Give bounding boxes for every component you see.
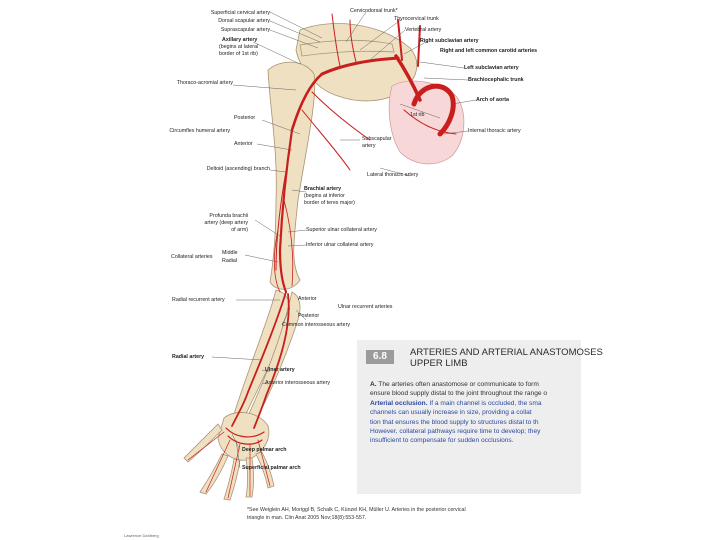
label-vertebral-artery: Vertebral artery [405, 27, 441, 33]
label-arch-of-aorta: Arch of aorta [476, 97, 509, 103]
label-axillary-border: border of 1st rib) [219, 51, 258, 57]
figure-title: ARTERIES AND ARTERIAL ANASTOMOSES UPPER … [410, 348, 603, 369]
label-subscapular-artery-2: artery [362, 143, 376, 149]
label-superficial-cervical-artery: Superficial cervical artery [160, 10, 270, 16]
label-circumflex-humeral-artery: Circumflex humeral artery [150, 128, 230, 134]
label-common-carotid-arteries: Right and left common carotid arteries [440, 48, 537, 54]
figure-caption-panel: 6.8 ARTERIES AND ARTERIAL ANASTOMOSES UP… [357, 340, 581, 494]
label-ulnar-recurrent-arteries: Ulnar recurrent arteries [338, 304, 392, 310]
label-posterior-circumflex: Posterior [234, 115, 255, 121]
label-brachial-border: border of teres major) [304, 200, 355, 206]
label-common-interosseous-artery: Common interosseous artery [282, 322, 350, 328]
label-suprascapular-artery: Suprascapular artery [160, 27, 270, 33]
text-line: A. The arteries often anastomose or comm… [370, 380, 580, 389]
label-left-subclavian-artery: Left subclavian artery [464, 65, 519, 71]
label-brachial-artery: Brachial artery [304, 186, 341, 192]
label-brachiocephalic-trunk: Brachiocephalic trunk [468, 77, 524, 83]
finger-thumb [184, 424, 222, 462]
label-axillary-begins: (begins at lateral [219, 44, 258, 50]
humerus-shape [268, 62, 315, 289]
illustrator-credit: Lawrence Dahlberg [124, 533, 159, 538]
label-radial-artery: Radial artery [172, 354, 204, 360]
figure-number-badge: 6.8 [366, 350, 394, 364]
label-anterior-interosseous-artery: Anterior interosseous artery [265, 380, 330, 386]
label-lateral-thoracic-artery: Lateral thoracic artery [367, 172, 418, 178]
label-anterior-circumflex: Anterior [234, 141, 253, 147]
label-dorsal-scapular-artery: Dorsal scapular artery [160, 18, 270, 24]
label-first-rib: 1st rib [410, 112, 424, 118]
footnote-line-1: *See Weiglein AH, Moriggl B, Schalk C, K… [247, 506, 466, 514]
footnote-line-2: triangle in man. Clin Anat 2005 Nov;18(8… [247, 514, 466, 522]
label-axillary-artery: Axillary artery [222, 37, 257, 43]
label-superficial-palmar-arch: Superficial palmar arch [242, 465, 301, 471]
label-internal-thoracic-artery: Internal thoracic artery [468, 128, 521, 134]
text-line: Arterial occlusion. If a main channel is… [370, 399, 580, 408]
text-line: ensure blood supply distal to the joint … [370, 389, 580, 398]
label-middle-collateral: Middle [222, 250, 238, 256]
label-radial-collateral: Radial [222, 258, 237, 264]
label-right-subclavian-artery: Right subclavian artery [420, 38, 479, 44]
figure-title-line-2: UPPER LIMB [410, 359, 603, 370]
figure-description: A. The arteries often anastomose or comm… [370, 380, 580, 446]
label-deep-palmar-arch: Deep palmar arch [242, 447, 286, 453]
label-profunda-brachii: Profunda brachii [190, 213, 248, 219]
label-thoraco-acromial-artery: Thoraco-acromial artery [150, 80, 233, 86]
label-deltoid-branch: Deltoid (ascending) branch [160, 166, 270, 172]
label-cervicodorsal-trunk: Cervicodorsal trunk* [350, 8, 398, 14]
label-ulnar-artery: Ulnar artery [265, 367, 295, 373]
label-superior-ulnar-collateral: Superior ulnar collateral artery [306, 227, 377, 233]
text-line: tion that ensures the blood supply to st… [370, 418, 580, 427]
label-subscapular-artery: Subscapular [362, 136, 391, 142]
label-profunda-of-arm: of arm) [190, 227, 248, 233]
text-line: However, collateral pathways require tim… [370, 427, 580, 436]
text-line: insufficient to compensate for sudden oc… [370, 436, 580, 445]
label-radial-recurrent-artery: Radial recurrent artery [172, 297, 225, 303]
figure-title-line-1: ARTERIES AND ARTERIAL ANASTOMOSES [410, 348, 603, 359]
text-line: channels can usually increase in size, p… [370, 408, 580, 417]
label-posterior-ulnar-recurrent: Posterior [298, 313, 319, 319]
label-inferior-ulnar-collateral: Inferior ulnar collateral artery [306, 242, 373, 248]
label-brachial-begins: (begins at inferior [304, 193, 345, 199]
label-anterior-ulnar-recurrent: Anterior [298, 296, 317, 302]
label-collateral-arteries: Collateral arteries [171, 254, 213, 260]
label-thyrocervical-trunk: Thyrocervical trunk [394, 16, 439, 22]
label-profunda-deep: artery (deep artery [190, 220, 248, 226]
footnote: *See Weiglein AH, Moriggl B, Schalk C, K… [247, 506, 466, 522]
